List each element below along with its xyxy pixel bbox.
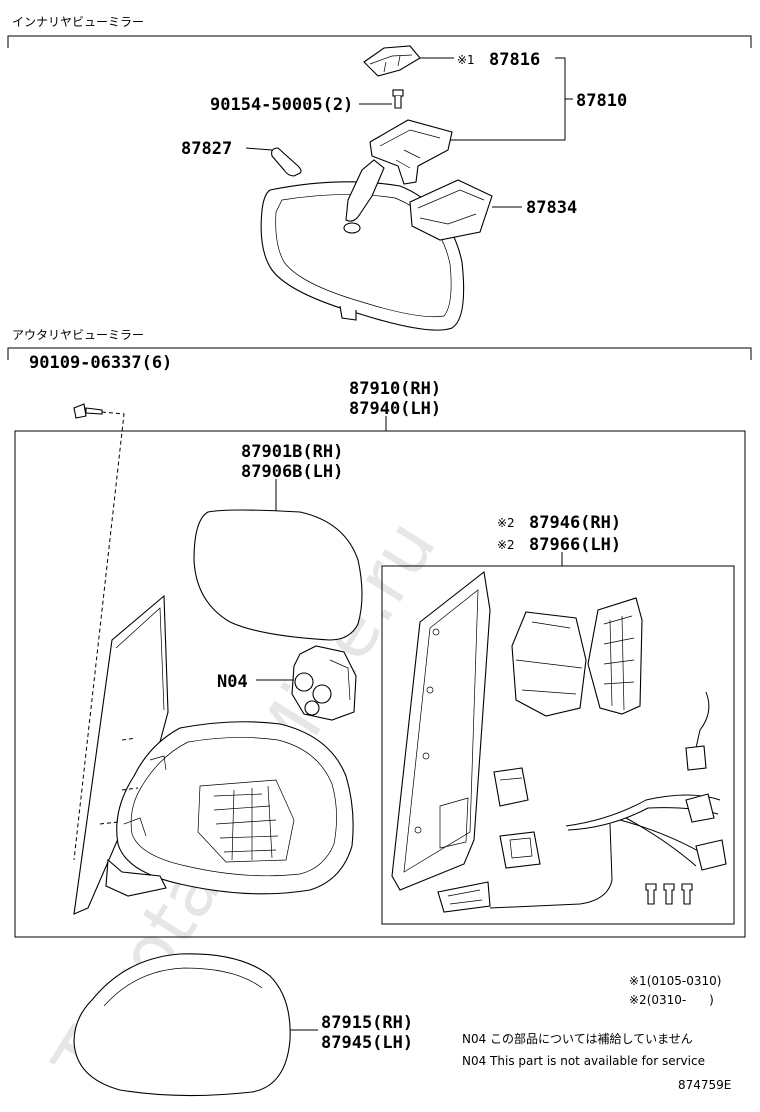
label-87810: 87810: [576, 91, 627, 111]
part-87816-cover: [363, 45, 421, 77]
section-bracket-inner: [7, 35, 752, 48]
part-small-screws: [645, 883, 693, 905]
label-87834: 87834: [526, 198, 577, 218]
label-87910: 87910(RH): [349, 379, 441, 399]
part-connector-a: [493, 767, 529, 807]
label-87827: 87827: [181, 139, 232, 159]
label-87966: 87966(LH): [529, 535, 621, 555]
assembly-frame: [14, 430, 746, 938]
note-N04-japanese: N04 この部品については補給していません: [462, 1031, 693, 1046]
section-bracket-outer: [7, 347, 752, 360]
part-motor-unit: [511, 597, 643, 717]
label-87945: 87945(LH): [321, 1033, 413, 1053]
note-date-range-2: ※2(0310- ): [629, 993, 714, 1007]
part-90109-screw: [73, 403, 103, 419]
label-N04: N04: [217, 672, 248, 692]
note-date-range-1: ※1(0105-0310): [629, 974, 721, 988]
part-N04-actuator: [291, 645, 357, 721]
section-title-outer-mirror: アウタリヤビューミラー: [12, 328, 144, 342]
part-wire-harness: [437, 793, 727, 913]
part-87901-mirror-glass: [193, 509, 363, 641]
part-87946-base: [391, 570, 491, 891]
label-87940: 87940(LH): [349, 399, 441, 419]
mark-2b: ※2: [497, 538, 515, 552]
part-87915-cover: [73, 953, 291, 1097]
part-inner-mirror-body: [260, 159, 465, 331]
dashed-guide-lines: [99, 737, 139, 825]
label-87906: 87906B(LH): [241, 462, 343, 482]
label-87816: 87816: [489, 50, 540, 70]
label-90154: 90154-50005(2): [210, 95, 353, 115]
subassembly-frame: [381, 565, 735, 925]
label-87946: 87946(RH): [529, 513, 621, 533]
leader-87827: [245, 147, 273, 151]
mark-1: ※1: [457, 53, 475, 67]
part-outer-mirror-housing: [105, 721, 354, 897]
label-90109: 90109-06337(6): [29, 353, 172, 373]
label-87901: 87901B(RH): [241, 442, 343, 462]
bracket-87810: [430, 57, 566, 141]
note-N04-english: N04 This part is not available for servi…: [462, 1054, 705, 1068]
part-87834-cover: [409, 179, 493, 241]
figure-id: 874759E: [678, 1078, 731, 1092]
part-connector-b: [499, 831, 541, 869]
label-87915: 87915(RH): [321, 1013, 413, 1033]
part-connector-upper: [685, 691, 710, 771]
part-87827-pin: [271, 147, 302, 177]
part-87810-mount: [369, 119, 453, 185]
section-title-inner-mirror: インナリヤビューミラー: [12, 15, 144, 29]
dashed-screw-line: [73, 411, 125, 861]
mark-2a: ※2: [497, 516, 515, 530]
part-90154-screw: [392, 89, 404, 109]
